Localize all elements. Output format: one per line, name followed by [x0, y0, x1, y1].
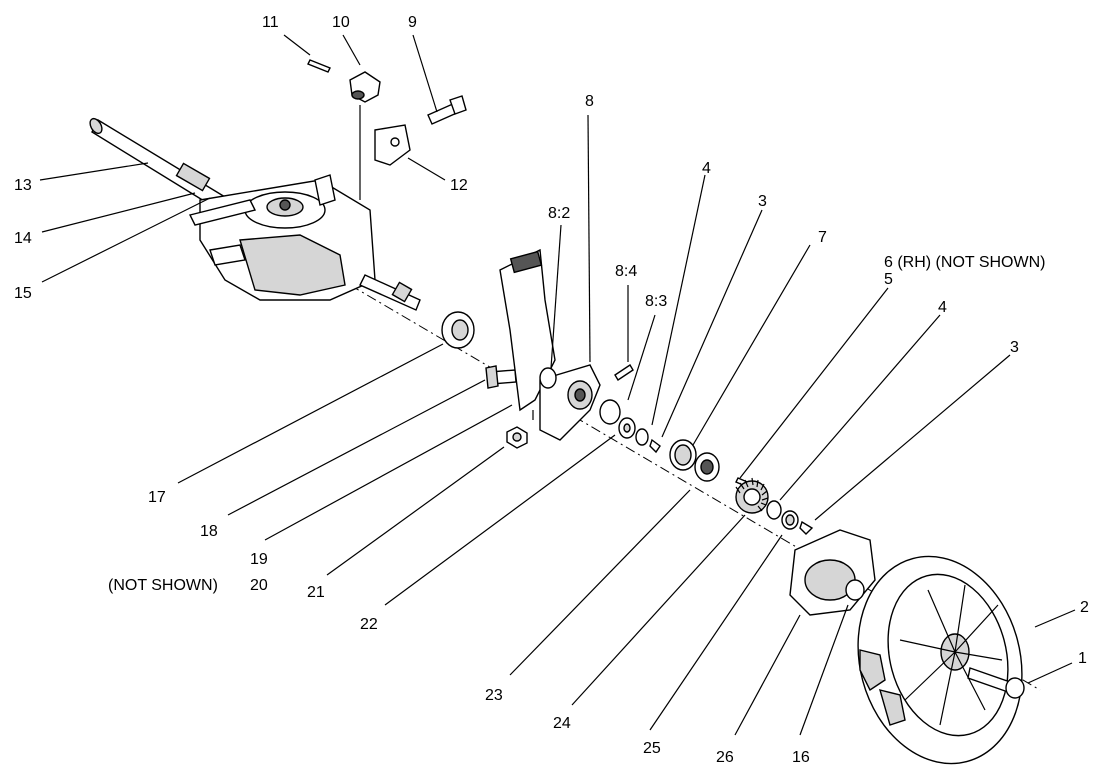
label-21: 21: [307, 584, 325, 601]
label-23: 23: [485, 687, 503, 704]
bracket-12: [374, 124, 411, 166]
grease-fitting-8-4: [614, 364, 634, 381]
leader-lines: [39, 34, 1076, 736]
pivot-plate-8: [539, 364, 621, 441]
label-24: 24: [553, 715, 571, 732]
label-5: 5: [884, 271, 893, 288]
spacer-25: [781, 510, 799, 530]
part-labels: 1 2 3 4 5 6 (RH) (NOT SHOWN) 7 3 4 8 8:2…: [14, 14, 1089, 766]
label-19: 19: [250, 551, 268, 568]
clip-3a: [649, 438, 661, 454]
label-4b: 4: [702, 160, 711, 177]
transmission-housing: [188, 174, 421, 311]
ring-7: [669, 439, 697, 471]
label-2: 2: [1080, 599, 1089, 616]
label-8-2: 8:2: [548, 205, 570, 222]
label-8: 8: [585, 93, 594, 110]
pin-11: [307, 59, 331, 73]
label-11: 11: [262, 14, 279, 31]
label-17: 17: [148, 489, 166, 506]
clip-3b: [799, 520, 814, 535]
label-12: 12: [450, 177, 468, 194]
label-22: 22: [360, 616, 378, 633]
drive-shaft: [89, 117, 231, 213]
label-6: 6 (RH) (NOT SHOWN): [884, 254, 1045, 271]
nut-21: [506, 426, 528, 449]
bolt-9: [427, 95, 467, 125]
label-16: 16: [792, 749, 810, 766]
label-15: 15: [14, 285, 32, 302]
label-10: 10: [332, 14, 350, 31]
washer-22: [618, 417, 636, 439]
label-26: 26: [716, 749, 734, 766]
label-7: 7: [818, 229, 827, 246]
wheel-2: [857, 555, 1023, 765]
bolt-18: [485, 365, 517, 389]
label-4a: 4: [938, 299, 947, 316]
label-9: 9: [408, 14, 417, 31]
label-13: 13: [14, 177, 32, 194]
snap-ring-4b: [766, 500, 782, 520]
label-25: 25: [643, 740, 661, 757]
label-1: 1: [1078, 650, 1087, 667]
label-14: 14: [14, 230, 32, 247]
gear-cover-26: [789, 529, 876, 616]
label-20-note: (NOT SHOWN): [108, 577, 218, 594]
bearing-23: [694, 452, 720, 482]
label-8-3: 8:3: [645, 293, 667, 310]
label-3a: 3: [1010, 339, 1019, 356]
label-3b: 3: [758, 193, 767, 210]
bushing-17: [441, 311, 475, 349]
label-20: 20: [250, 577, 268, 594]
label-18: 18: [200, 523, 218, 540]
knob-10: [349, 71, 381, 103]
snap-ring-4a: [635, 428, 649, 446]
hub-bolt-1: [967, 667, 1025, 699]
label-8-4: 8:4: [615, 263, 637, 280]
pinion-gear-24: [735, 477, 769, 514]
